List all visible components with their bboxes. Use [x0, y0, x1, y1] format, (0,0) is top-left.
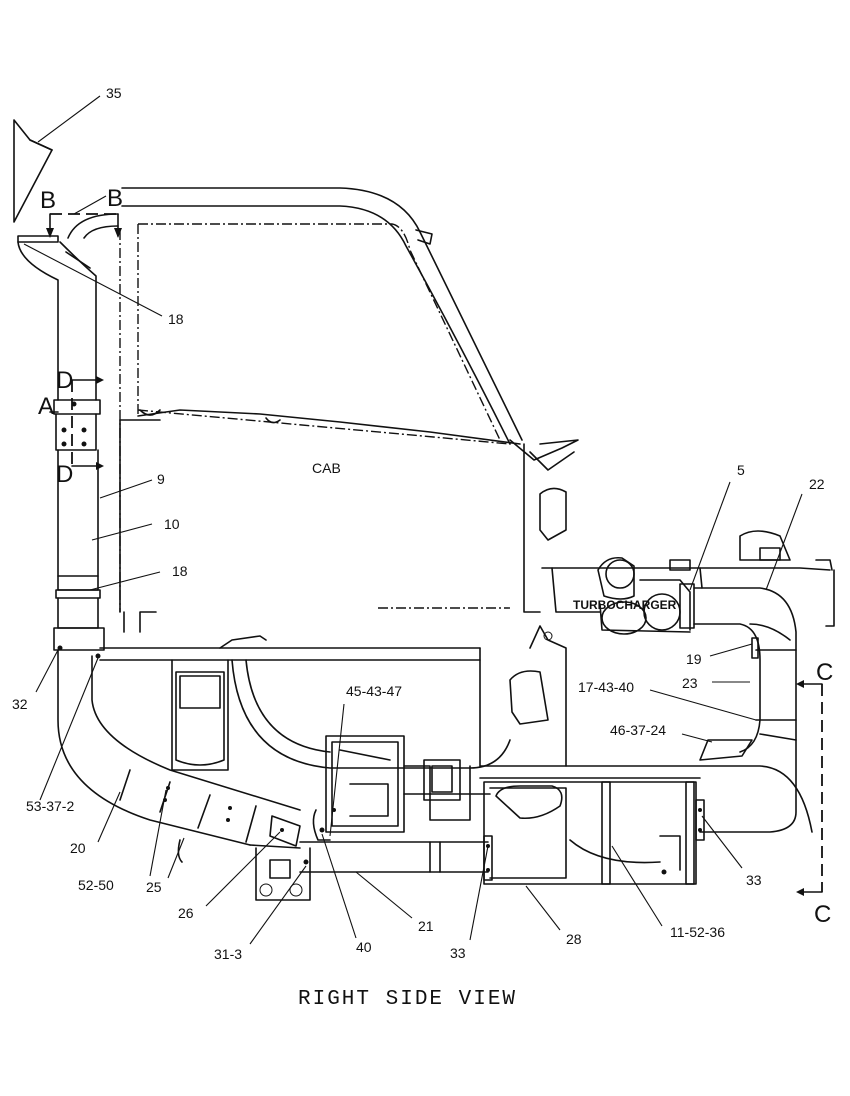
callout-9: 9: [157, 471, 165, 487]
callout-19: 19: [686, 651, 702, 667]
section-markers: [46, 213, 823, 896]
callout-52-50: 52-50: [78, 877, 114, 893]
center-lower-assembly: [312, 735, 491, 841]
callout-26: 26: [178, 905, 194, 921]
exhaust-stack: [13, 119, 301, 849]
turbocharger-group: [597, 556, 695, 635]
callout-31-3: 31-3: [214, 946, 242, 962]
section-b-right: B: [107, 185, 123, 212]
callout-10: 10: [164, 516, 180, 532]
callout-32: 32: [12, 696, 28, 712]
callout-28: 28: [566, 931, 582, 947]
section-d-bottom: D: [56, 461, 73, 488]
section-c-top: C: [816, 659, 833, 686]
chassis-frame: [99, 530, 835, 833]
callout-53-37-2: 53-37-2: [26, 798, 74, 814]
callout-46-37-24: 46-37-24: [610, 722, 666, 738]
section-a: A: [38, 393, 54, 420]
section-c-bottom: C: [814, 901, 831, 928]
callout-17-43-40: 17-43-40: [578, 679, 634, 695]
leader-lines: [23, 95, 803, 945]
callout-5: 5: [737, 462, 745, 478]
callout-11-52-36: 11-52-36: [670, 924, 725, 940]
callout-25: 25: [146, 879, 162, 895]
section-d-top: D: [56, 367, 73, 394]
muffler-assembly: [177, 781, 705, 901]
callout-21: 21: [418, 918, 434, 934]
callout-35: 35: [106, 85, 122, 101]
callout-18-mid: 18: [172, 563, 188, 579]
callout-45-43-47: 45-43-47: [346, 683, 402, 699]
labels: CAB TURBOCHARGER B B D D A C C 35 18 9 1…: [12, 85, 833, 962]
cab-outline: [67, 187, 579, 633]
callout-22: 22: [809, 476, 825, 492]
callout-33-mid: 33: [450, 945, 466, 961]
section-b-left: B: [40, 187, 56, 214]
callout-40: 40: [356, 939, 372, 955]
callout-18-top: 18: [168, 311, 184, 327]
view-title: RIGHT SIDE VIEW: [298, 988, 517, 1011]
callout-23: 23: [682, 675, 698, 691]
cab-label: CAB: [312, 460, 341, 476]
callout-33-right: 33: [746, 872, 762, 888]
callout-20: 20: [70, 840, 86, 856]
intake-piping: [693, 587, 797, 833]
turbocharger-label: TURBOCHARGER: [573, 598, 677, 612]
